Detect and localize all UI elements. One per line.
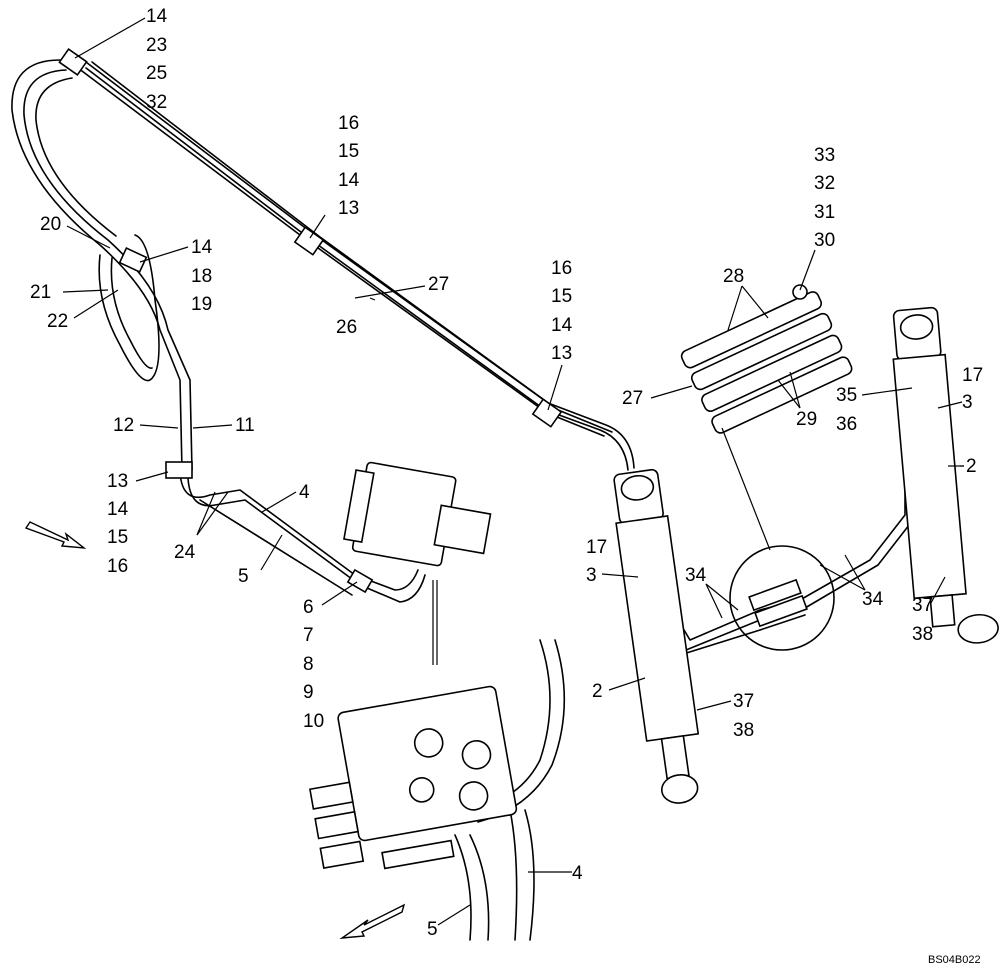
- callout-33: 33: [814, 145, 835, 166]
- callout-6: 6: [303, 597, 314, 618]
- callout-19: 19: [191, 294, 212, 315]
- callout-16: 16: [107, 556, 128, 577]
- callout-14: 14: [191, 237, 213, 258]
- callout-16: 16: [338, 113, 359, 134]
- callout-9: 9: [303, 682, 314, 703]
- callout-13: 13: [107, 471, 128, 492]
- callout-14: 14: [107, 499, 129, 520]
- callout-5: 5: [238, 566, 249, 587]
- callout-21: 21: [30, 282, 51, 303]
- callout-38: 38: [912, 624, 933, 645]
- callout-37: 37: [912, 595, 933, 616]
- callout-31: 31: [814, 202, 835, 223]
- callout-35: 35: [836, 385, 857, 406]
- callout-29: 29: [796, 409, 817, 430]
- callout-15: 15: [338, 141, 359, 162]
- callout-3: 3: [586, 565, 597, 586]
- callout-3: 3: [962, 392, 973, 413]
- direction-arrows: [24, 521, 406, 939]
- drawing-reference-code: BS04B022: [928, 954, 981, 966]
- callout-15: 15: [107, 527, 128, 548]
- callout-22: 22: [47, 311, 68, 332]
- callout-25: 25: [146, 63, 167, 84]
- callout-34: 34: [685, 565, 707, 586]
- component-shapes: [58, 48, 999, 870]
- callout-7: 7: [303, 625, 314, 646]
- callout-4: 4: [299, 482, 310, 503]
- callout-16: 16: [551, 258, 572, 279]
- callout-27: 27: [622, 388, 643, 409]
- leader-lines: [62, 17, 964, 926]
- callout-10: 10: [303, 711, 324, 732]
- callout-37: 37: [733, 691, 754, 712]
- callout-14: 14: [551, 315, 573, 336]
- callout-13: 13: [551, 343, 572, 364]
- callout-32: 32: [146, 92, 167, 113]
- callout-34: 34: [862, 589, 884, 610]
- callout-28: 28: [723, 266, 744, 287]
- callout-2: 2: [592, 681, 603, 702]
- callout-36: 36: [836, 414, 857, 435]
- explode-lines: [432, 427, 771, 665]
- callout-20: 20: [40, 214, 61, 235]
- callout-15: 15: [551, 286, 572, 307]
- callout-23: 23: [146, 35, 167, 56]
- callout-4: 4: [572, 863, 583, 884]
- callout-11: 11: [235, 415, 255, 436]
- callout-2: 2: [966, 456, 977, 477]
- callout-14: 14: [338, 170, 360, 191]
- callout-12: 12: [113, 415, 134, 436]
- callout-30: 30: [814, 230, 835, 251]
- callout-18: 18: [191, 266, 212, 287]
- callout-13: 13: [338, 198, 359, 219]
- callout-26: 26: [336, 317, 357, 338]
- callout-labels: 14 23 25 32 16 15 14 13 20 14 18 19 21 2…: [30, 6, 983, 940]
- callout-38: 38: [733, 720, 754, 741]
- callout-5: 5: [427, 919, 438, 940]
- callout-8: 8: [303, 654, 314, 675]
- callout-17: 17: [962, 365, 983, 386]
- callout-32: 32: [814, 173, 835, 194]
- callout-27: 27: [428, 274, 449, 295]
- callout-24: 24: [174, 542, 196, 563]
- callout-17: 17: [586, 537, 607, 558]
- callout-14: 14: [146, 6, 168, 27]
